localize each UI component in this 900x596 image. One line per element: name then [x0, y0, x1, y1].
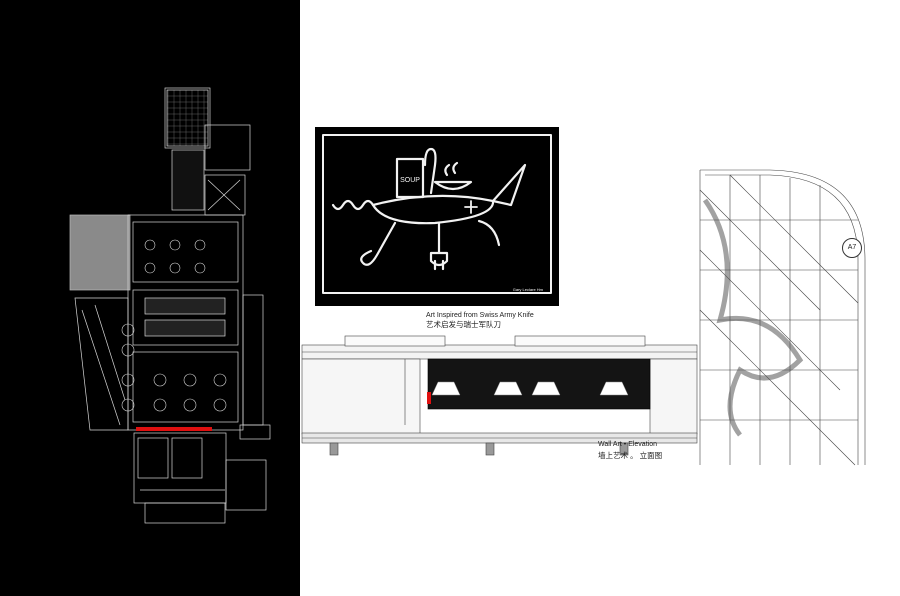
section-tag-a7: A7	[842, 238, 862, 258]
lamp-4	[599, 381, 629, 396]
highlight-wall-line	[136, 427, 212, 431]
wall-elevation-drawing	[301, 169, 866, 466]
spoon-bottom-icon	[360, 221, 397, 266]
left-wall	[301, 358, 421, 435]
plan-left-wing	[74, 297, 129, 431]
blade-icon	[491, 163, 527, 207]
plan-core	[204, 124, 251, 171]
corkscrew-icon	[331, 199, 375, 211]
soup-can-icon	[395, 157, 425, 199]
plan-top-block	[164, 87, 211, 149]
smoke-art-shape	[702, 198, 804, 437]
swiss-knife-sketch: SOUP Gary Leclare Hm	[322, 134, 552, 294]
sketch-signature: Gary Leclare Hm	[513, 287, 544, 292]
caption-wall-art-cn: 墙上艺术 。 立面图	[598, 451, 663, 460]
caption-art-inspiration-cn: 艺术启发与瑞士军队刀	[426, 320, 501, 329]
floor-plan-panel	[0, 0, 300, 596]
bowl-icon	[433, 180, 473, 191]
caption-art-inspiration: Art Inspired from Swiss Army Knife	[426, 312, 534, 319]
lamp-2	[493, 381, 523, 396]
plug-icon	[429, 221, 449, 271]
plan-hatched-block	[69, 214, 131, 291]
caption-wall-art: Wall Art • Elevation	[598, 441, 657, 448]
red-accent-mark	[427, 392, 431, 404]
curved-outline	[700, 169, 866, 465]
sketch-inner-border	[322, 134, 552, 294]
spoon-icon	[423, 147, 437, 195]
lamp-3	[531, 381, 561, 396]
plan-bottom-lobby	[133, 432, 227, 504]
art-sketch-frame: SOUP Gary Leclare Hm	[315, 127, 559, 306]
lamp-1	[431, 381, 461, 396]
floor-plan-drawing	[69, 87, 271, 524]
hook-icon	[477, 219, 501, 247]
soup-label: SOUP	[400, 177, 420, 184]
